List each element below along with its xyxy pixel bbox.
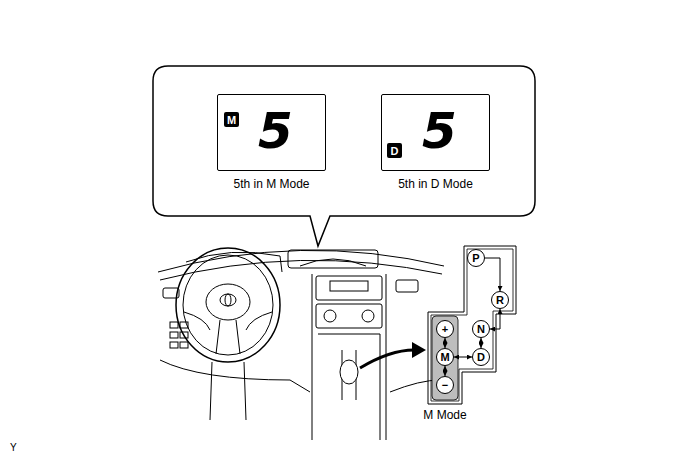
meter-arc bbox=[300, 259, 366, 266]
position-letter: D bbox=[391, 145, 399, 157]
steering-column bbox=[210, 362, 246, 420]
position-letter: R bbox=[496, 295, 504, 306]
shift-path bbox=[454, 357, 472, 358]
shift-path bbox=[445, 338, 446, 348]
console bbox=[312, 274, 386, 440]
button bbox=[170, 342, 178, 348]
shift-position: P bbox=[467, 249, 485, 267]
position-letter: M bbox=[227, 114, 236, 126]
button bbox=[170, 332, 178, 338]
mode-label: M Mode bbox=[423, 409, 466, 422]
shift-position: N bbox=[472, 320, 490, 338]
gear-digit: 5 bbox=[422, 106, 457, 156]
button bbox=[180, 342, 188, 348]
climate-knob bbox=[362, 310, 374, 322]
shift-knob bbox=[340, 360, 358, 384]
shift-position: D bbox=[472, 348, 490, 366]
shift-position: R bbox=[491, 291, 509, 309]
shift-path bbox=[490, 309, 500, 329]
position-letter: P bbox=[472, 253, 479, 264]
steering-wheel bbox=[176, 248, 280, 362]
audio-display bbox=[330, 281, 368, 291]
steering-wheel-inner bbox=[183, 255, 273, 355]
climate-knob bbox=[324, 310, 336, 322]
gate-outline-inner bbox=[431, 249, 513, 401]
callout-bubble bbox=[153, 66, 535, 246]
display-panel: 55th in D ModeD bbox=[381, 94, 490, 171]
position-letter: D bbox=[477, 352, 485, 363]
position-letter: + bbox=[442, 324, 448, 335]
position-letter: N bbox=[477, 324, 485, 335]
emblem-inner bbox=[225, 294, 231, 306]
wheel-spoke bbox=[184, 312, 272, 354]
display-caption: 5th in M Mode bbox=[198, 178, 345, 191]
position-letter: − bbox=[442, 380, 448, 391]
m-mode-shading bbox=[432, 316, 458, 400]
wheel-hub bbox=[206, 284, 250, 320]
button bbox=[170, 322, 178, 328]
mode-indicator: M bbox=[224, 112, 239, 127]
audio-panel bbox=[316, 276, 382, 300]
shift-path bbox=[445, 366, 446, 376]
knee-panel bbox=[160, 360, 440, 392]
dash-top bbox=[158, 250, 444, 272]
position-letter: M bbox=[440, 352, 449, 363]
shift-position: M bbox=[436, 348, 454, 366]
vent bbox=[396, 280, 418, 292]
mode-indicator: D bbox=[387, 143, 402, 158]
pointer-arrow bbox=[360, 350, 414, 368]
display-caption: 5th in D Mode bbox=[362, 178, 509, 191]
gear-digit: 5 bbox=[258, 106, 293, 156]
gate-outline bbox=[428, 246, 516, 404]
pointer-arrowhead bbox=[412, 342, 426, 358]
dashboard bbox=[158, 248, 444, 440]
center-meter bbox=[288, 250, 378, 268]
shift-position: − bbox=[436, 376, 454, 394]
shift-path bbox=[481, 338, 482, 348]
display-panel: 55th in M ModeM bbox=[217, 94, 326, 171]
emblem bbox=[220, 294, 236, 306]
figure-code: Y bbox=[10, 442, 17, 453]
climate-panel bbox=[316, 304, 382, 328]
shift-path bbox=[485, 258, 500, 291]
shift-position: + bbox=[436, 320, 454, 338]
